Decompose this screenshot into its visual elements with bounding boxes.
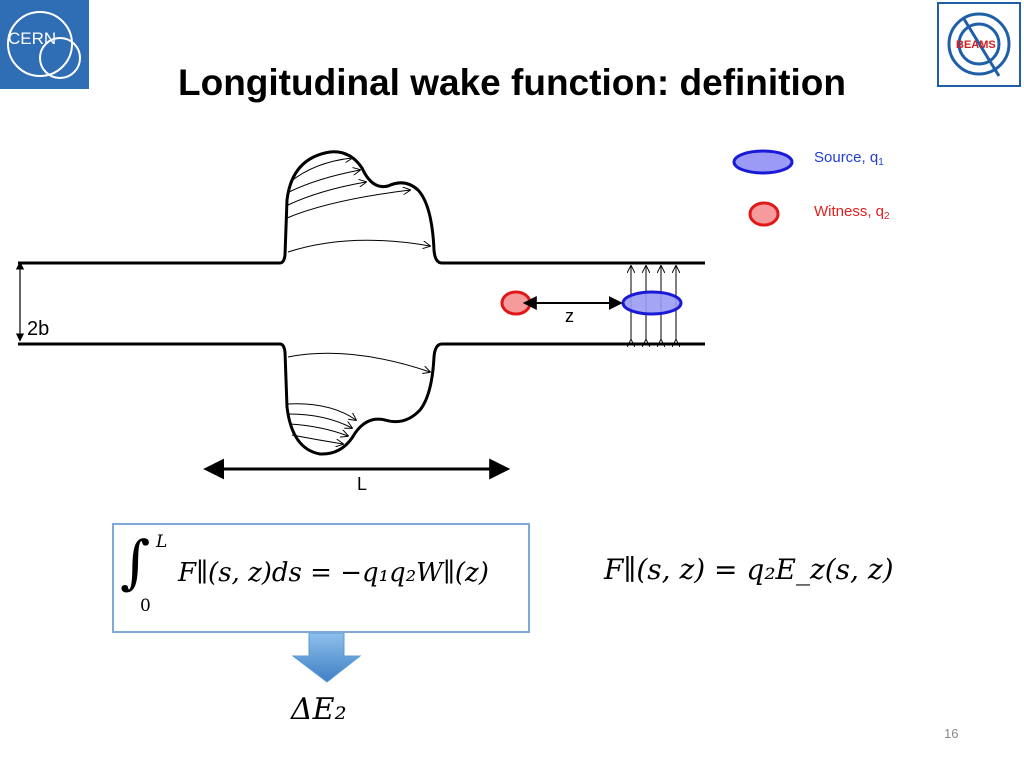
pipe-lower-wall xyxy=(18,342,705,456)
distance-label: z xyxy=(565,306,574,326)
legend-witness-symbol xyxy=(748,201,780,227)
length-label: L xyxy=(357,474,368,494)
cern-logo-text: CERN xyxy=(8,29,56,48)
integral-equation: F∥(s, z)ds = −q₁q₂W∥(z) xyxy=(178,558,489,588)
pipe-diameter-label: 2b xyxy=(27,318,50,340)
beams-logo-text: BEAMS xyxy=(956,39,996,51)
legend-source-symbol xyxy=(732,149,794,175)
witness-charge xyxy=(500,290,532,316)
force-equation: F∥(s, z) = q₂E_z(s, z) xyxy=(604,553,894,586)
down-arrow xyxy=(291,632,362,683)
integral-lower-limit: 0 xyxy=(140,596,151,616)
lower-field-lines xyxy=(287,352,430,444)
page-number: 16 xyxy=(944,726,959,741)
integral-equation-box xyxy=(112,523,530,633)
beams-logo: BEAMS xyxy=(937,2,1021,87)
source-charge xyxy=(621,290,683,316)
legend-source-label: Source, q1 xyxy=(814,149,884,168)
legend-witness-label: Witness, q2 xyxy=(814,203,890,222)
integral-sign: ∫ xyxy=(120,528,151,596)
integral-upper-limit: L xyxy=(156,532,168,552)
slide-title: Longitudinal wake function: definition xyxy=(178,62,846,103)
upper-field-lines xyxy=(286,158,430,253)
energy-change-label: ΔE₂ xyxy=(291,692,347,727)
pipe-upper-wall xyxy=(18,150,705,265)
cern-logo: CERN xyxy=(0,0,89,89)
